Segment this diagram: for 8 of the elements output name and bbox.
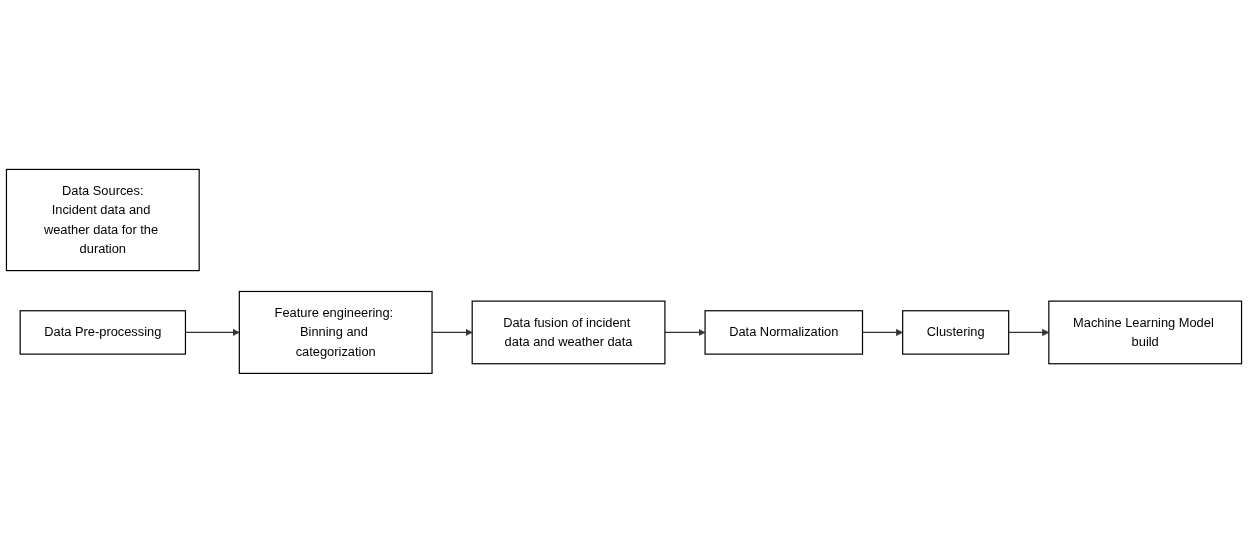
node-box: Data Pre-processing [19,309,187,355]
node-box: Data Sources: Incident data and weather data for the duration [5,168,200,271]
node-box: Clustering [902,309,1010,355]
node-box: Data Normalization [704,309,864,355]
arrow [664,328,706,336]
node-box: Data fusion of incident data and weather data [471,300,666,364]
node-box: Feature engineering: Binning and categorization [238,290,433,374]
node-box: Machine Learning Model build [1048,300,1243,364]
